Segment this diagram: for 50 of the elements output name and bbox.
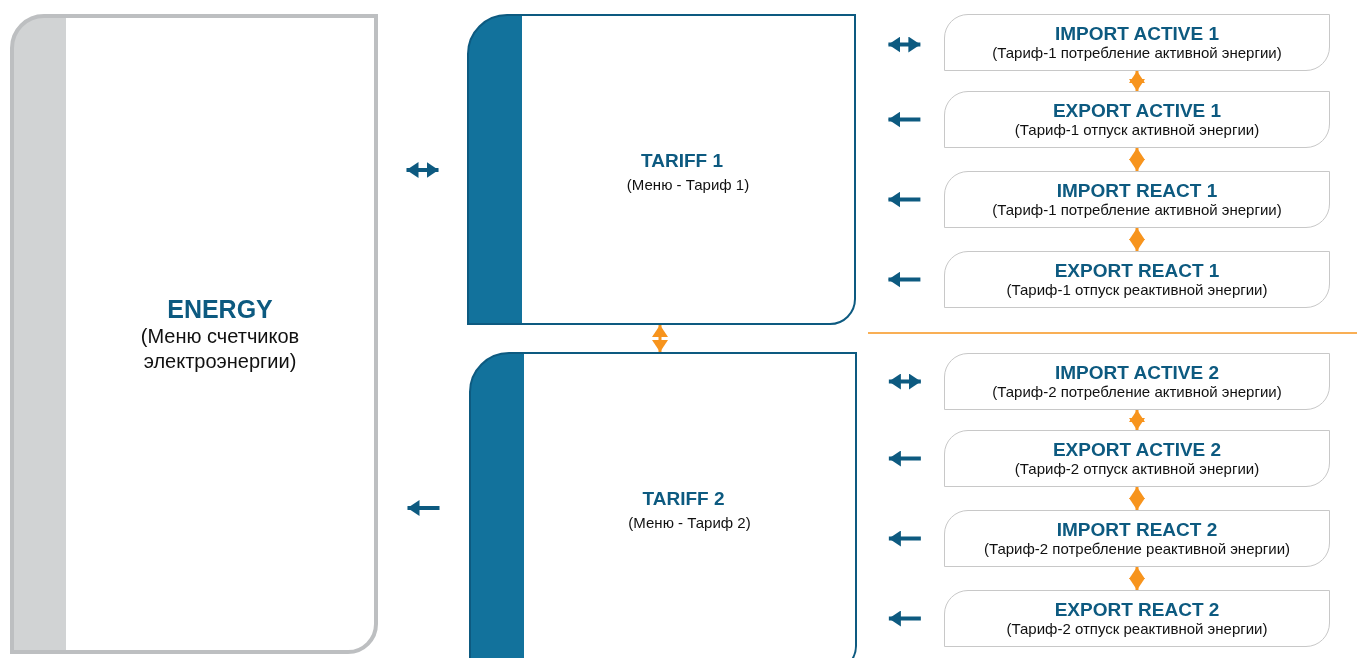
menu-title: IMPORT ACTIVE 1 (1055, 22, 1219, 45)
menu-title: IMPORT REACT 1 (1056, 179, 1218, 202)
menu-description: (Меню - Тариф 1) (626, 176, 750, 193)
menu-title: EXPORT REACT 1 (1054, 259, 1220, 282)
arrow (888, 36, 921, 53)
arrow (1129, 148, 1145, 171)
arrow (1129, 410, 1145, 430)
menu-item-box (944, 510, 1330, 567)
menu-title: ENERGY (167, 294, 273, 324)
menu-description: (Тариф-2 потребление активной энергии) (992, 383, 1282, 402)
arrow (888, 271, 921, 288)
arrow (652, 325, 668, 352)
menu-title: EXPORT ACTIVE 2 (1052, 438, 1222, 461)
submenu-panel (467, 14, 856, 325)
arrow (1129, 567, 1145, 590)
arrow (888, 530, 921, 547)
menu-description: (Тариф-1 потребление активной энергии) (992, 44, 1282, 63)
menu-item-box (944, 171, 1330, 228)
arrow (888, 610, 921, 627)
arrow (1129, 71, 1145, 91)
menu-title: EXPORT REACT 2 (1054, 598, 1220, 621)
arrow (888, 111, 921, 128)
submenu-panel (469, 352, 857, 658)
menu-title: IMPORT ACTIVE 2 (1055, 361, 1219, 384)
menu-description: (Меню счетчиков электроэнергии) (139, 323, 301, 374)
arrow (888, 450, 921, 467)
menu-description: (Тариф-1 потребление активной энергии) (992, 201, 1282, 220)
menu-panel (10, 14, 378, 654)
arrow (407, 500, 440, 516)
menu-title: TARIFF 2 (642, 488, 725, 510)
menu-description: (Тариф-2 отпуск реактивной энергии) (1006, 620, 1268, 639)
menu-title: TARIFF 1 (641, 150, 723, 172)
arrow (406, 162, 439, 178)
menu-item-box (944, 353, 1330, 410)
arrow (888, 373, 921, 390)
menu-description: (Тариф-2 отпуск активной энергии) (1014, 460, 1260, 479)
menu-item-box (944, 590, 1330, 647)
menu-item-box (944, 430, 1330, 487)
menu-item-box (944, 251, 1330, 308)
menu-description: (Меню - Тариф 2) (628, 514, 751, 531)
menu-description: (Тариф-1 отпуск реактивной энергии) (1006, 281, 1268, 300)
menu-description: (Тариф-2 потребление реактивной энергии) (983, 540, 1291, 559)
arrow (888, 191, 921, 208)
arrow (1129, 228, 1145, 251)
menu-item-box (944, 14, 1330, 71)
menu-title: IMPORT REACT 2 (1056, 518, 1218, 541)
menu-title: EXPORT ACTIVE 1 (1052, 99, 1222, 122)
arrow (1129, 487, 1145, 510)
menu-item-box (944, 91, 1330, 148)
menu-description: (Тариф-1 отпуск активной энергии) (1014, 121, 1260, 140)
